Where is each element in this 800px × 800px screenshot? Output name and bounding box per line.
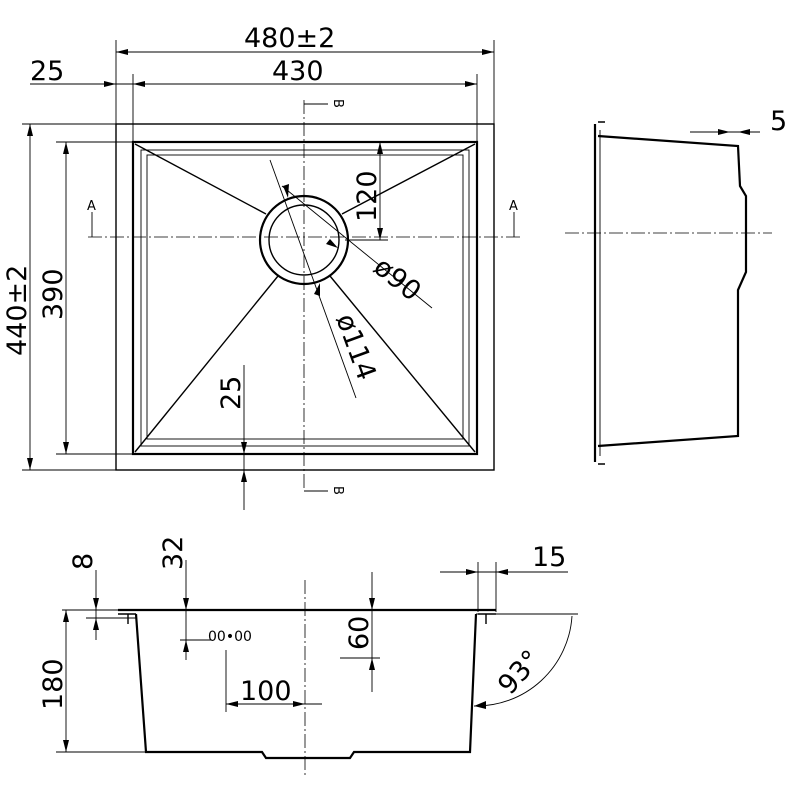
front-bowl	[134, 613, 478, 760]
dim-25-flange: 25	[30, 56, 64, 87]
dim-8: 8	[68, 553, 99, 570]
dim-25-bottom: 25	[216, 376, 247, 410]
dim-32: 32	[158, 536, 189, 570]
dim-120: 120	[352, 170, 383, 222]
diagonal-top-right	[341, 143, 476, 215]
arc-93	[473, 615, 573, 707]
bowl-bottom	[146, 154, 464, 440]
side-view: 5	[565, 106, 787, 465]
section-a-right-label: A	[509, 199, 518, 214]
side-bowl-profile	[597, 134, 748, 448]
top-view: A A B B 480±2 430 25 440±2	[2, 23, 520, 510]
section-b-bottom-label: B	[330, 486, 345, 495]
bowl-outline	[131, 140, 479, 456]
outer-rim	[115, 123, 495, 471]
dim-440: 440±2	[2, 265, 33, 356]
leader-114	[269, 159, 357, 399]
dim-dia-90: ø90	[368, 251, 427, 307]
dim-180: 180	[38, 658, 69, 710]
dim-15: 15	[532, 542, 566, 573]
dim-93: 93°	[492, 644, 547, 700]
section-b-top-label: B	[330, 99, 345, 108]
dim-100: 100	[240, 676, 292, 707]
overflow-symbol: 00•00	[208, 629, 252, 645]
leader-90	[281, 185, 433, 309]
section-a-left-label: A	[87, 199, 96, 214]
bowl-inner-outline	[140, 149, 470, 447]
diagonal-top-left	[134, 143, 267, 215]
dim-5: 5	[770, 106, 787, 137]
diagonal-bottom-right	[329, 275, 476, 453]
front-view: 00•00 8 32 60 180 100	[38, 536, 578, 778]
side-rim-lips	[598, 121, 605, 465]
dim-430: 430	[272, 56, 324, 87]
dim-60: 60	[344, 616, 375, 650]
dim-480: 480±2	[244, 23, 335, 54]
diagonal-bottom-left	[134, 275, 279, 453]
dim-390: 390	[38, 268, 69, 320]
front-rim-lips	[127, 614, 487, 624]
